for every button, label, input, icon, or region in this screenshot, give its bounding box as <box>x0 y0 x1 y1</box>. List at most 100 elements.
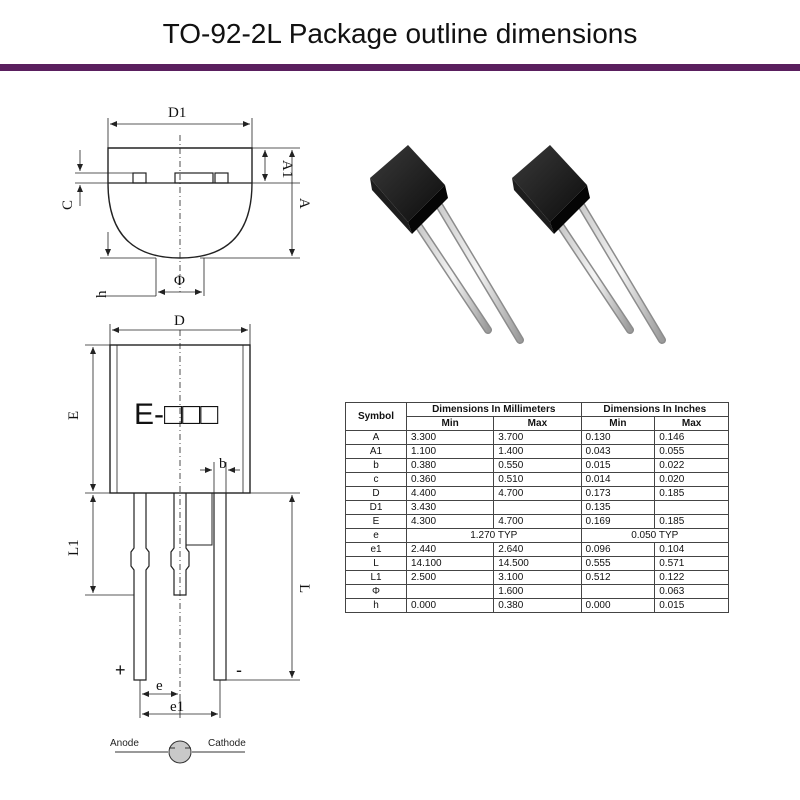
label-anode: Anode <box>110 738 139 749</box>
lead-middle <box>170 493 190 596</box>
cell-in-max: 0.055 <box>654 444 729 459</box>
cell-mm-max: 4.700 <box>493 486 582 501</box>
cell-mm-max: 0.550 <box>493 458 582 473</box>
label-h: h <box>94 290 110 298</box>
cell-mm-min: 14.100 <box>405 556 495 571</box>
label-cathode: Cathode <box>208 738 246 749</box>
header-in-min: Min <box>580 416 656 431</box>
header-in-max: Max <box>654 416 729 431</box>
lead-anode <box>130 493 150 681</box>
cell-in-min: 0.135 <box>580 500 656 515</box>
cell-mm-min: 4.300 <box>405 514 495 529</box>
table-row: L1 2.500 3.100 0.512 0.122 <box>345 570 729 585</box>
table-row: D1 3.430 0.135 <box>345 500 729 515</box>
label-d: D <box>174 313 185 329</box>
cell-mm-min: 2.440 <box>405 542 495 557</box>
label-a: A <box>296 198 312 209</box>
label-e: e <box>156 678 163 694</box>
cell-mm-min: 0.380 <box>405 458 495 473</box>
cell-mm-max <box>493 500 582 515</box>
label-a1: A1 <box>279 160 295 178</box>
label-l: L <box>296 584 312 593</box>
cell-symbol: E <box>345 514 407 529</box>
label-b: b <box>219 456 227 472</box>
label-minus: - <box>236 660 242 680</box>
cell-in-max: 0.020 <box>654 472 729 487</box>
table-row: b 0.380 0.550 0.015 0.022 <box>345 458 729 473</box>
dimension-table: Symbol Dimensions In Millimeters Dimensi… <box>345 402 730 613</box>
table-row: E 4.300 4.700 0.169 0.185 <box>345 514 729 529</box>
header-inches: Dimensions In Inches <box>580 402 730 417</box>
cell-in-max: 0.015 <box>654 598 729 613</box>
cell-mm-max: 14.500 <box>493 556 582 571</box>
table-row: e 1.270 TYP 0.050 TYP <box>345 528 730 543</box>
cell-in-max: 0.571 <box>654 556 729 571</box>
cell-in-max: 0.122 <box>654 570 729 585</box>
table-row: D 4.400 4.700 0.173 0.185 <box>345 486 729 501</box>
cell-symbol: b <box>345 458 407 473</box>
header-millimeters: Dimensions In Millimeters <box>406 402 582 417</box>
polarity-symbol <box>115 740 245 764</box>
header-mm-max: Max <box>493 416 582 431</box>
cell-in-min: 0.173 <box>580 486 656 501</box>
cell-symbol: A <box>345 430 407 445</box>
cell-mm-max: 1.400 <box>493 444 582 459</box>
label-e-body: E <box>66 411 82 420</box>
cell-mm-min: 2.500 <box>405 570 495 585</box>
label-l1: L1 <box>66 539 82 556</box>
cell-mm-min <box>405 584 495 599</box>
cell-mm-max: 4.700 <box>493 514 582 529</box>
cell-mm-max: 3.700 <box>493 430 582 445</box>
cell-symbol: e <box>345 528 407 543</box>
cell-in-min: 0.169 <box>580 514 656 529</box>
title-divider <box>0 64 800 71</box>
cell-in-max <box>654 500 729 515</box>
cell-in-min: 0.014 <box>580 472 656 487</box>
label-d1: D1 <box>168 105 186 121</box>
table-row: A 3.300 3.700 0.130 0.146 <box>345 430 729 445</box>
cell-symbol: h <box>345 598 407 613</box>
lead-cathode <box>213 493 227 681</box>
cell-mm-min: 3.300 <box>405 430 495 445</box>
component-photo-left <box>370 145 524 344</box>
cell-in-max: 0.022 <box>654 458 729 473</box>
cell-mm-max: 3.100 <box>493 570 582 585</box>
cell-in-min: 0.512 <box>580 570 656 585</box>
label-e1: e1 <box>170 699 184 715</box>
component-photo-right <box>512 145 666 344</box>
cell-mm-min: 3.430 <box>405 500 495 515</box>
cell-mm-max: 0.510 <box>493 472 582 487</box>
cell-symbol: A1 <box>345 444 407 459</box>
cell-in-min: 0.015 <box>580 458 656 473</box>
table-row: Φ 1.600 0.063 <box>345 584 729 599</box>
cell-in-max: 0.185 <box>654 486 729 501</box>
header-mm-min: Min <box>405 416 495 431</box>
label-phi: Φ <box>174 273 185 289</box>
cell-in-max: 0.063 <box>654 584 729 599</box>
cell-symbol: e1 <box>345 542 407 557</box>
cell-in-max: 0.104 <box>654 542 729 557</box>
body-marking: E-□□□ <box>134 398 219 431</box>
cell-in-max: 0.146 <box>654 430 729 445</box>
cell-mm-max: 1.600 <box>493 584 582 599</box>
cell-mm-min: 1.100 <box>405 444 495 459</box>
cell-mm-min: 0.000 <box>405 598 495 613</box>
table-row: c 0.360 0.510 0.014 0.020 <box>345 472 729 487</box>
cell-in-typ: 0.050 TYP <box>580 528 730 543</box>
top-view <box>75 118 300 297</box>
cell-mm-max: 2.640 <box>493 542 582 557</box>
cell-symbol: D1 <box>345 500 407 515</box>
cell-symbol: c <box>345 472 407 487</box>
cell-in-min <box>580 584 656 599</box>
cell-mm-min: 4.400 <box>405 486 495 501</box>
cell-in-min: 0.130 <box>580 430 656 445</box>
cell-in-max: 0.185 <box>654 514 729 529</box>
cell-mm-min: 0.360 <box>405 472 495 487</box>
cell-in-min: 0.096 <box>580 542 656 557</box>
table-row: L 14.100 14.500 0.555 0.571 <box>345 556 729 571</box>
table-row: A1 1.100 1.400 0.043 0.055 <box>345 444 729 459</box>
cell-mm-max: 0.380 <box>493 598 582 613</box>
cell-symbol: L1 <box>345 570 407 585</box>
cell-mm-typ: 1.270 TYP <box>406 528 582 543</box>
cell-in-min: 0.043 <box>580 444 656 459</box>
